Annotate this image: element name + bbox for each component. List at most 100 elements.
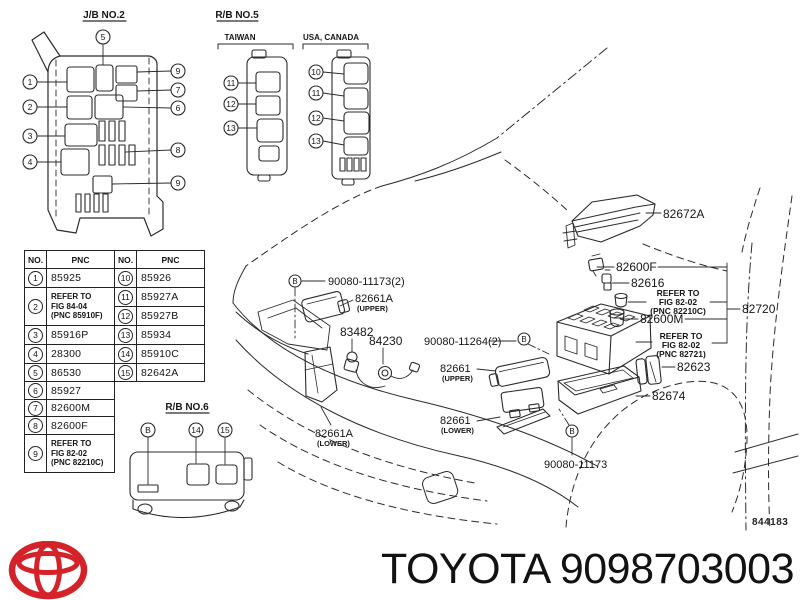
part-82210C-shape: [614, 292, 628, 308]
row-number: 14: [118, 346, 133, 362]
pnc-value: 85934: [137, 326, 205, 345]
main-labels: 82672A 82600F 82616 REFER TO FIG 82-02 (…: [288, 207, 776, 471]
rb-no5-usa-body: [331, 49, 371, 186]
label-82623: 82623: [677, 360, 711, 374]
row-no: 13: [115, 326, 137, 345]
label-82661A-upper-qual: (UPPER): [357, 304, 388, 313]
refer-line: FIG 84-04: [51, 301, 88, 311]
jb-no2-hidden-lines: [55, 57, 150, 217]
row-no: 15: [115, 364, 137, 382]
pnc-table-right: NO. PNC 10 85926 11 85927A 12 85927B 13 …: [114, 250, 205, 382]
rb-no5-taiwan-label: TAIWAN: [225, 33, 256, 42]
rb-no5-usa-label: USA, CANADA: [303, 33, 359, 42]
bolt-marker-1: B: [292, 277, 297, 286]
part-82661A-upper-shape: [301, 291, 351, 323]
row-number: 8: [28, 418, 43, 433]
label-82600F: 82600F: [616, 260, 657, 274]
brand-part-number: TOYOTA 9098703003: [380, 545, 795, 593]
pnc-value: 85927A: [137, 288, 205, 307]
label-90080-11264-2: 90080-11264(2): [424, 336, 501, 348]
jb-no2-title: J/B NO.2: [83, 10, 125, 21]
callout-9a: 9: [176, 66, 181, 76]
label-82600M: 82600M: [640, 312, 683, 326]
rocker-lines: [732, 433, 799, 474]
toyota-logo: [8, 541, 88, 600]
row-number: 1: [28, 270, 43, 286]
row-no: 8: [25, 417, 47, 435]
jb-no2-diagram: J/B NO.2 5 1 2 3 4 9 7 6: [22, 10, 186, 237]
jb-no2-box-outline: [47, 55, 164, 237]
label-82661A-upper: 82661A: [355, 293, 394, 305]
rb-no5-diagram: R/B NO.5 TAIWAN USA, CANADA 11 12 13: [215, 10, 371, 186]
row-no: 9: [25, 435, 47, 473]
cowl-line: [414, 151, 502, 182]
rb-no6-callouts: B 14 15: [140, 422, 233, 438]
row-no: 5: [25, 364, 47, 382]
callout-b: B: [145, 425, 151, 435]
bolt-marker-3: B: [569, 427, 574, 436]
grille-line-1: [247, 389, 476, 484]
label-90080-11173: 90080-11173: [544, 459, 607, 471]
rb-no5-usa-bracket: [302, 43, 369, 50]
label-84230: 84230: [369, 334, 403, 348]
row-no: 12: [115, 307, 137, 326]
callout-10: 10: [311, 67, 321, 77]
grille-line-3: [277, 461, 498, 525]
col-header-pnc: PNC: [47, 251, 115, 269]
rb-no5-taiwan-body: [246, 49, 288, 182]
row-number: 4: [28, 346, 43, 362]
hood-edge: [381, 137, 498, 187]
pnc-value: 28300: [47, 345, 115, 364]
refer-line: FIG 82-02: [51, 448, 88, 458]
label-refer1-line3: (PNC 82210C): [650, 306, 706, 316]
label-refer1-line1: REFER TO: [657, 288, 700, 298]
part-82623-bracket: [635, 355, 662, 385]
row-no: 3: [25, 326, 47, 345]
row-number: 13: [118, 327, 133, 343]
row-number: 3: [28, 327, 43, 343]
rb-no5-taiwan-leaders: [237, 82, 258, 129]
part-84230-switch: [377, 361, 421, 381]
fender-corner: [232, 265, 247, 304]
pnc-value: 85927B: [137, 307, 205, 326]
rb-no5-taiwan-callouts: 11 12 13: [223, 75, 239, 136]
part-82616-shape: [601, 269, 612, 291]
row-no: 1: [25, 269, 47, 288]
pillar-lower-line: [741, 187, 761, 253]
label-82672A: 82672A: [663, 207, 704, 221]
callout-13u: 13: [311, 136, 321, 146]
cover-to-bracket-line: [642, 243, 728, 272]
bumper-top-edge: [232, 302, 598, 467]
callout-12u: 12: [311, 113, 321, 123]
row-number: 9: [28, 446, 43, 461]
rb-no5-title: R/B NO.5: [215, 10, 259, 21]
door-line-1: [744, 242, 753, 531]
callout-9b: 9: [176, 178, 181, 188]
callout-11: 11: [227, 78, 236, 88]
part-82600F-shape: [588, 253, 605, 277]
part-82661-lower-bracket: [496, 408, 551, 435]
label-82720: 82720: [742, 302, 776, 316]
wheel-arch: [565, 380, 748, 528]
row-number: 11: [118, 289, 133, 305]
callout-1: 1: [28, 77, 33, 87]
jb-no2-leader-lines: [36, 43, 172, 185]
callout-5: 5: [101, 32, 106, 42]
label-83482: 83482: [340, 325, 374, 339]
row-no: 7: [25, 400, 47, 417]
label-refer2-line2: FIG 82-02: [662, 340, 701, 350]
row-no: 10: [115, 269, 137, 288]
hood-to-cover-line: [504, 159, 570, 213]
callout-15: 15: [220, 425, 230, 435]
callout-4: 4: [28, 157, 33, 167]
rb-no6-diagram: R/B NO.6 B 14 15: [129, 402, 253, 519]
callout-14: 14: [191, 425, 201, 435]
label-82661-lower: 82661: [440, 415, 471, 427]
label-refer2-line3: (PNC 82721): [656, 349, 706, 359]
rb-no6-body: [129, 451, 253, 519]
label-refer2-line1: REFER TO: [660, 331, 703, 341]
pnc-value: 82642A: [137, 364, 205, 382]
row-no: 14: [115, 345, 137, 364]
